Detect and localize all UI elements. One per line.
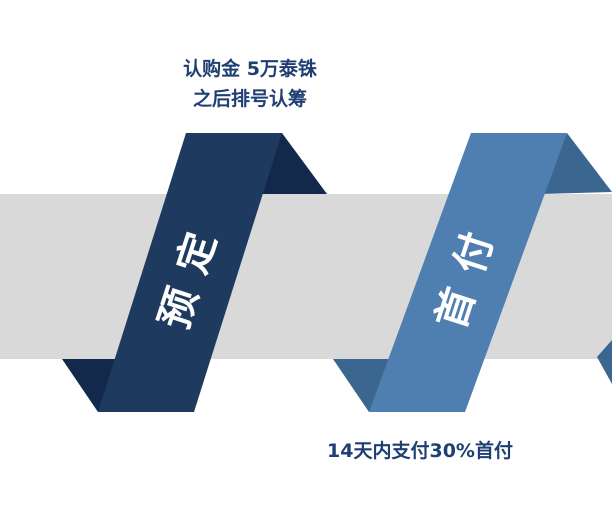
ribbon-cover-right bbox=[597, 340, 612, 384]
stage-2-note: 14天内支付30%首付 bbox=[300, 436, 540, 466]
ribbon-fold-2-top bbox=[541, 133, 612, 194]
stage-1-note-line-1: 认购金 5万泰铢 bbox=[183, 58, 317, 80]
stage-1-note-line-2: 之后排号认筹 bbox=[192, 88, 307, 110]
stage-1-note: 认购金 5万泰铢 之后排号认筹 bbox=[0, 54, 500, 114]
ribbon-stage-2 bbox=[369, 133, 567, 412]
stage-2-note-line-1: 14天内支付30%首付 bbox=[327, 440, 513, 462]
ribbon-stage-1 bbox=[98, 133, 282, 412]
ribbon-fold-1-top bbox=[257, 133, 327, 194]
